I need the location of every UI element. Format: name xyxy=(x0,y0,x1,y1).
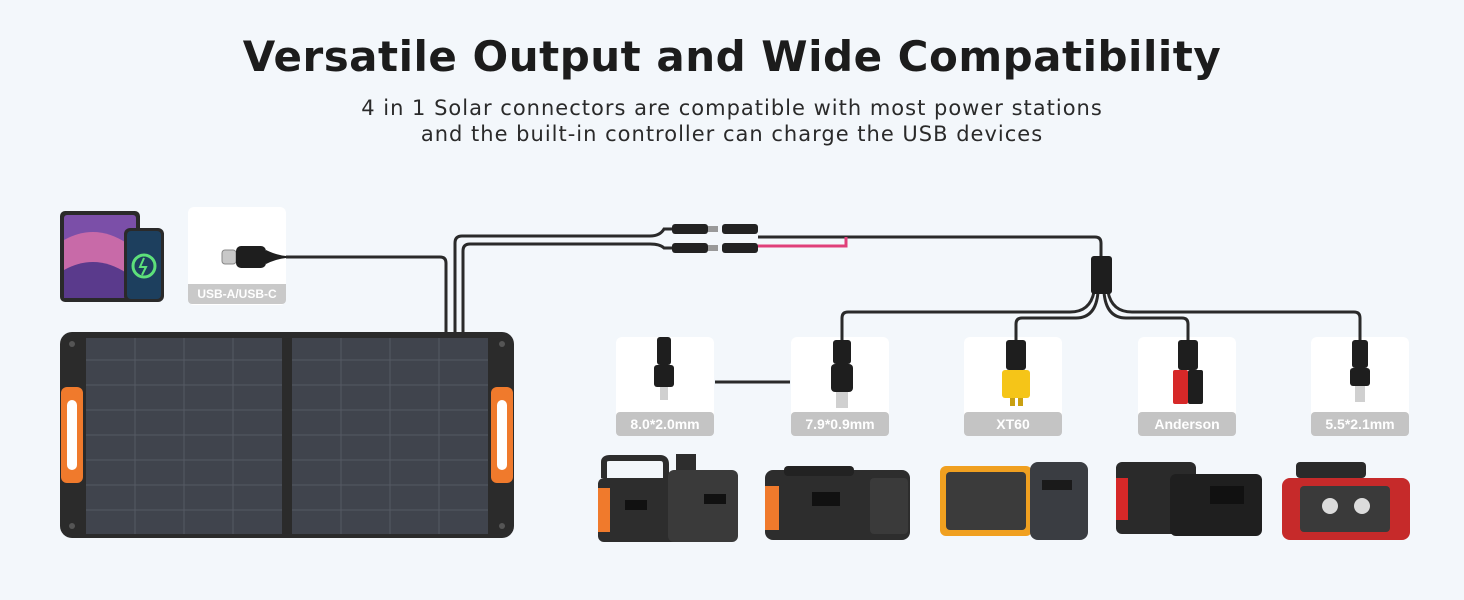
solar-panel-icon xyxy=(60,332,514,538)
red-cable xyxy=(758,237,848,248)
power-station-5-icon xyxy=(1282,462,1410,540)
plug-7909-icon xyxy=(831,340,853,408)
page-title: Versatile Output and Wide Compatibility xyxy=(242,32,1222,81)
splitter-icon xyxy=(1091,256,1112,294)
power-station-3-icon xyxy=(940,462,1088,540)
connector-label-8020: 8.0*2.0mm xyxy=(616,412,714,436)
connector-label-xt60: XT60 xyxy=(964,412,1062,436)
usb-c-plug-icon xyxy=(221,246,286,268)
tablet-phone-icon xyxy=(60,211,164,302)
plug-xt60-icon xyxy=(1002,340,1030,406)
subtitle-line-1: 4 in 1 Solar connectors are compatible w… xyxy=(361,96,1103,120)
mc4-connector-icon xyxy=(672,224,758,253)
subtitle-line-2: and the built-in controller can charge t… xyxy=(420,122,1044,146)
usb-label: USB-A/USB-C xyxy=(188,284,286,304)
connector-label-5521: 5.5*2.1mm xyxy=(1311,412,1409,436)
plug-8020-icon xyxy=(654,337,674,400)
connector-label-7909: 7.9*0.9mm xyxy=(791,412,889,436)
power-station-2-icon xyxy=(765,466,910,540)
plug-anderson-icon xyxy=(1173,340,1203,404)
power-station-4-icon xyxy=(1116,462,1262,536)
cables xyxy=(286,227,1362,384)
connector-label-anderson: Anderson xyxy=(1138,412,1236,436)
plug-5521-icon xyxy=(1350,340,1370,402)
power-station-1-icon xyxy=(598,454,738,542)
